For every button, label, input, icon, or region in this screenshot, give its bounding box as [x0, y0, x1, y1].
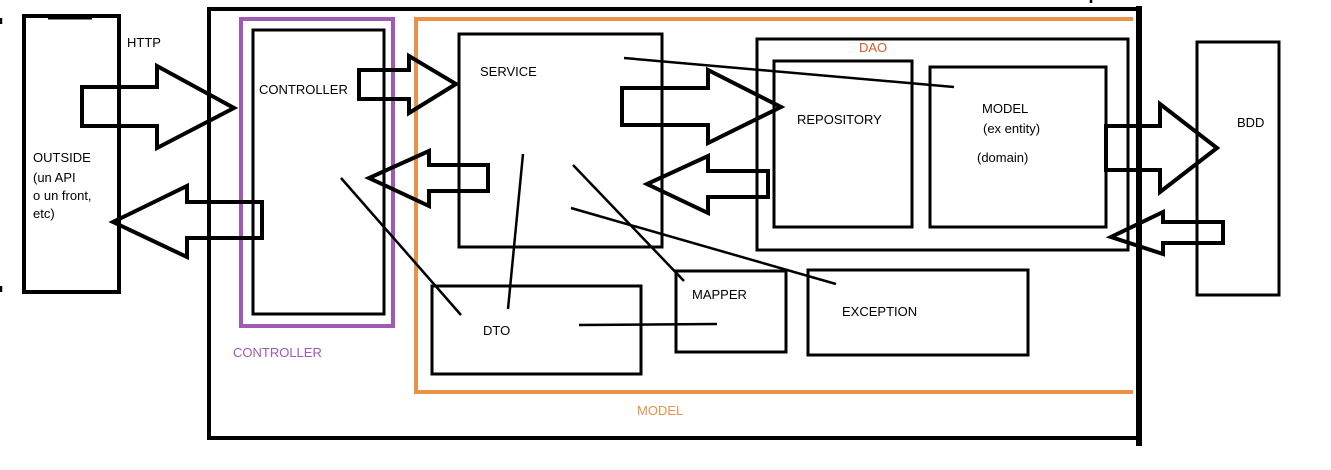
arrow-service-to-repository [620, 66, 786, 147]
model-entity-label-line-3: (domain) [977, 150, 1028, 165]
bdd-label: BDD [1237, 115, 1264, 130]
model-entity-label-line-2: (ex entity) [983, 121, 1040, 136]
model-group-boundary [414, 17, 1133, 394]
exception-label: EXCEPTION [842, 304, 917, 319]
line-service-to-dto [506, 153, 525, 310]
exception-box [806, 268, 1030, 357]
controller-group-boundary [239, 17, 395, 328]
arrow-bdd-to-model [1105, 208, 1225, 257]
repository-label: REPOSITORY [797, 112, 882, 127]
arrow-model-to-bdd [1104, 99, 1221, 197]
mapper-box [674, 269, 788, 354]
arrow-controller-to-service [357, 52, 460, 117]
model-entity-label-line-1: MODEL [982, 101, 1028, 116]
line-service-to-exception [570, 206, 837, 286]
arrow-controller-to-outside [108, 182, 264, 261]
controller-box-label: CONTROLLER [259, 82, 348, 97]
service-label: SERVICE [480, 64, 537, 79]
model-entity-box [928, 65, 1108, 229]
repository-box [772, 59, 914, 229]
dao-box [755, 37, 1130, 252]
outside-label-line-2: (un API [33, 170, 76, 185]
mapper-label: MAPPER [692, 287, 747, 302]
line-controller-to-dto [340, 177, 462, 316]
bdd-box [1195, 40, 1281, 297]
arrow-repository-to-service [642, 152, 770, 217]
application-boundary [207, 7, 1140, 440]
line-service-to-mapper [572, 164, 685, 282]
controller-box [251, 28, 386, 316]
http-label: HTTP [127, 35, 161, 50]
dto-box [430, 284, 643, 376]
arrow-outside-to-controller [80, 62, 239, 152]
dto-label: DTO [483, 323, 510, 338]
line-service-to-model [623, 56, 955, 89]
arrow-service-to-controller [364, 147, 490, 210]
outside-label-line-4: etc) [33, 206, 55, 221]
model-group-label: MODEL [637, 403, 683, 418]
controller-group-label: CONTROLLER [233, 345, 322, 360]
outside-label-line-3: o un front, [33, 188, 92, 203]
line-dto-to-mapper [578, 322, 718, 327]
dao-label: DAO [859, 40, 887, 55]
outside-label-line-1: OUTSIDE [33, 150, 91, 165]
service-box [457, 32, 664, 249]
